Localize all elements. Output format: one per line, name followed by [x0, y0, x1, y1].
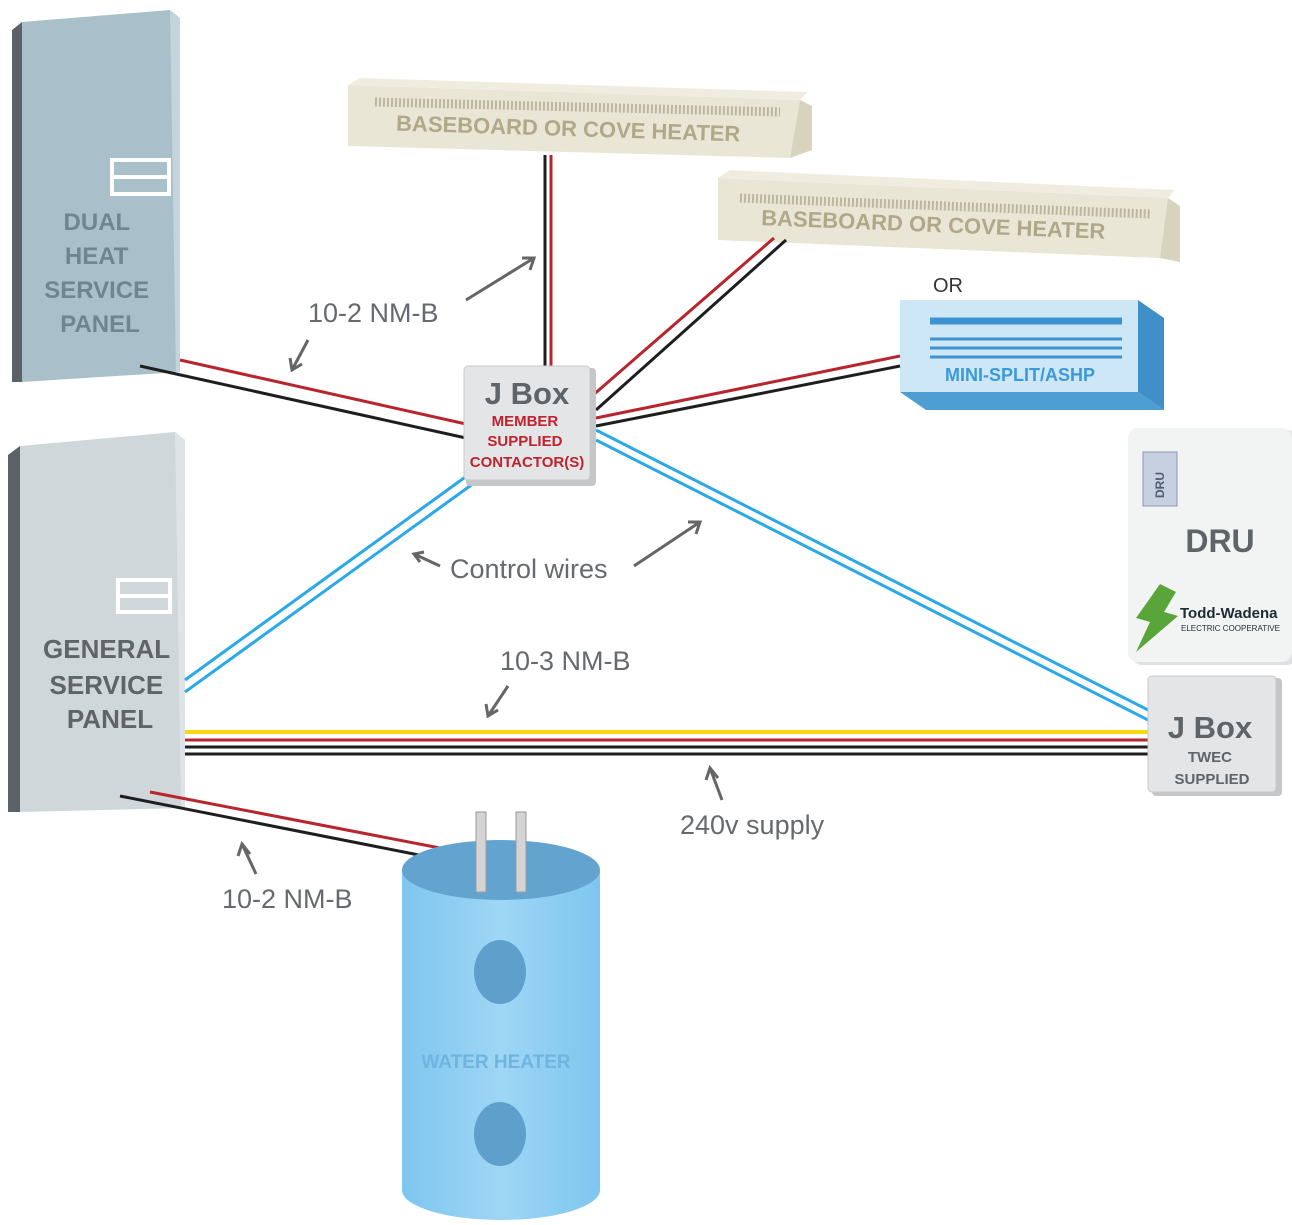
- member-jbox: J Box MEMBER SUPPLIED CONTACTOR(S): [463, 365, 596, 486]
- mini-split-label: MINI-SPLIT/ASHP: [945, 365, 1095, 385]
- mini-split-unit: MINI-SPLIT/ASHP: [900, 300, 1164, 410]
- member-jbox-title: J Box: [485, 376, 570, 411]
- label-240v-supply: 240v supply: [680, 810, 825, 840]
- dru-unit: DRU DRU Todd-Wadena ELECTRIC COOPERATIVE: [1128, 428, 1292, 665]
- general-service-panel: GENERAL SERVICE PANEL: [8, 432, 185, 812]
- water-heater-label: WATER HEATER: [421, 1052, 570, 1073]
- breaker-icon: [110, 158, 171, 196]
- twec-jbox-desc: TWEC SUPPLIED: [1174, 749, 1249, 788]
- leaf-logo-icon: [1136, 584, 1178, 652]
- dual-heat-panel-label: DUAL HEAT SERVICE PANEL: [44, 209, 156, 338]
- twec-jbox-title: J Box: [1168, 710, 1253, 745]
- dru-title: DRU: [1185, 523, 1254, 559]
- dru-logo-sub: ELECTRIC COOPERATIVE: [1181, 624, 1280, 633]
- twec-jbox: J Box TWEC SUPPLIED: [1147, 675, 1282, 796]
- arrow-icon: [465, 256, 535, 302]
- dru-logo-name: Todd-Wadena: [1180, 605, 1278, 622]
- arrow-icon: [486, 685, 510, 717]
- baseboard-heater-2: BASEBOARD OR COVE HEATER: [718, 170, 1180, 262]
- dru-small-label: DRU: [1153, 472, 1167, 498]
- general-panel-label: GENERAL SERVICE PANEL: [43, 634, 177, 734]
- label-10-2-nmb-bottom: 10-2 NM-B: [222, 884, 353, 914]
- arrow-icon: [708, 767, 724, 801]
- water-heater: WATER HEATER: [402, 811, 600, 1220]
- arrow-icon: [633, 520, 701, 568]
- label-10-3-nmb: 10-3 NM-B: [500, 646, 631, 676]
- wires: [119, 155, 1153, 858]
- arrow-icon: [413, 552, 441, 568]
- member-jbox-desc: MEMBER SUPPLIED CONTACTOR(S): [470, 413, 584, 471]
- breaker-icon: [116, 578, 172, 614]
- label-control-wires: Control wires: [450, 554, 608, 584]
- baseboard-heater-1: BASEBOARD OR COVE HEATER: [348, 78, 812, 158]
- or-label: OR: [933, 275, 963, 297]
- dual-heat-service-panel: DUAL HEAT SERVICE PANEL: [12, 10, 180, 382]
- label-10-2-nmb-top: 10-2 NM-B: [308, 298, 439, 328]
- wire-labels: 10-2 NM-B Control wires 10-3 NM-B 240v s…: [222, 256, 825, 914]
- arrow-icon: [290, 339, 310, 371]
